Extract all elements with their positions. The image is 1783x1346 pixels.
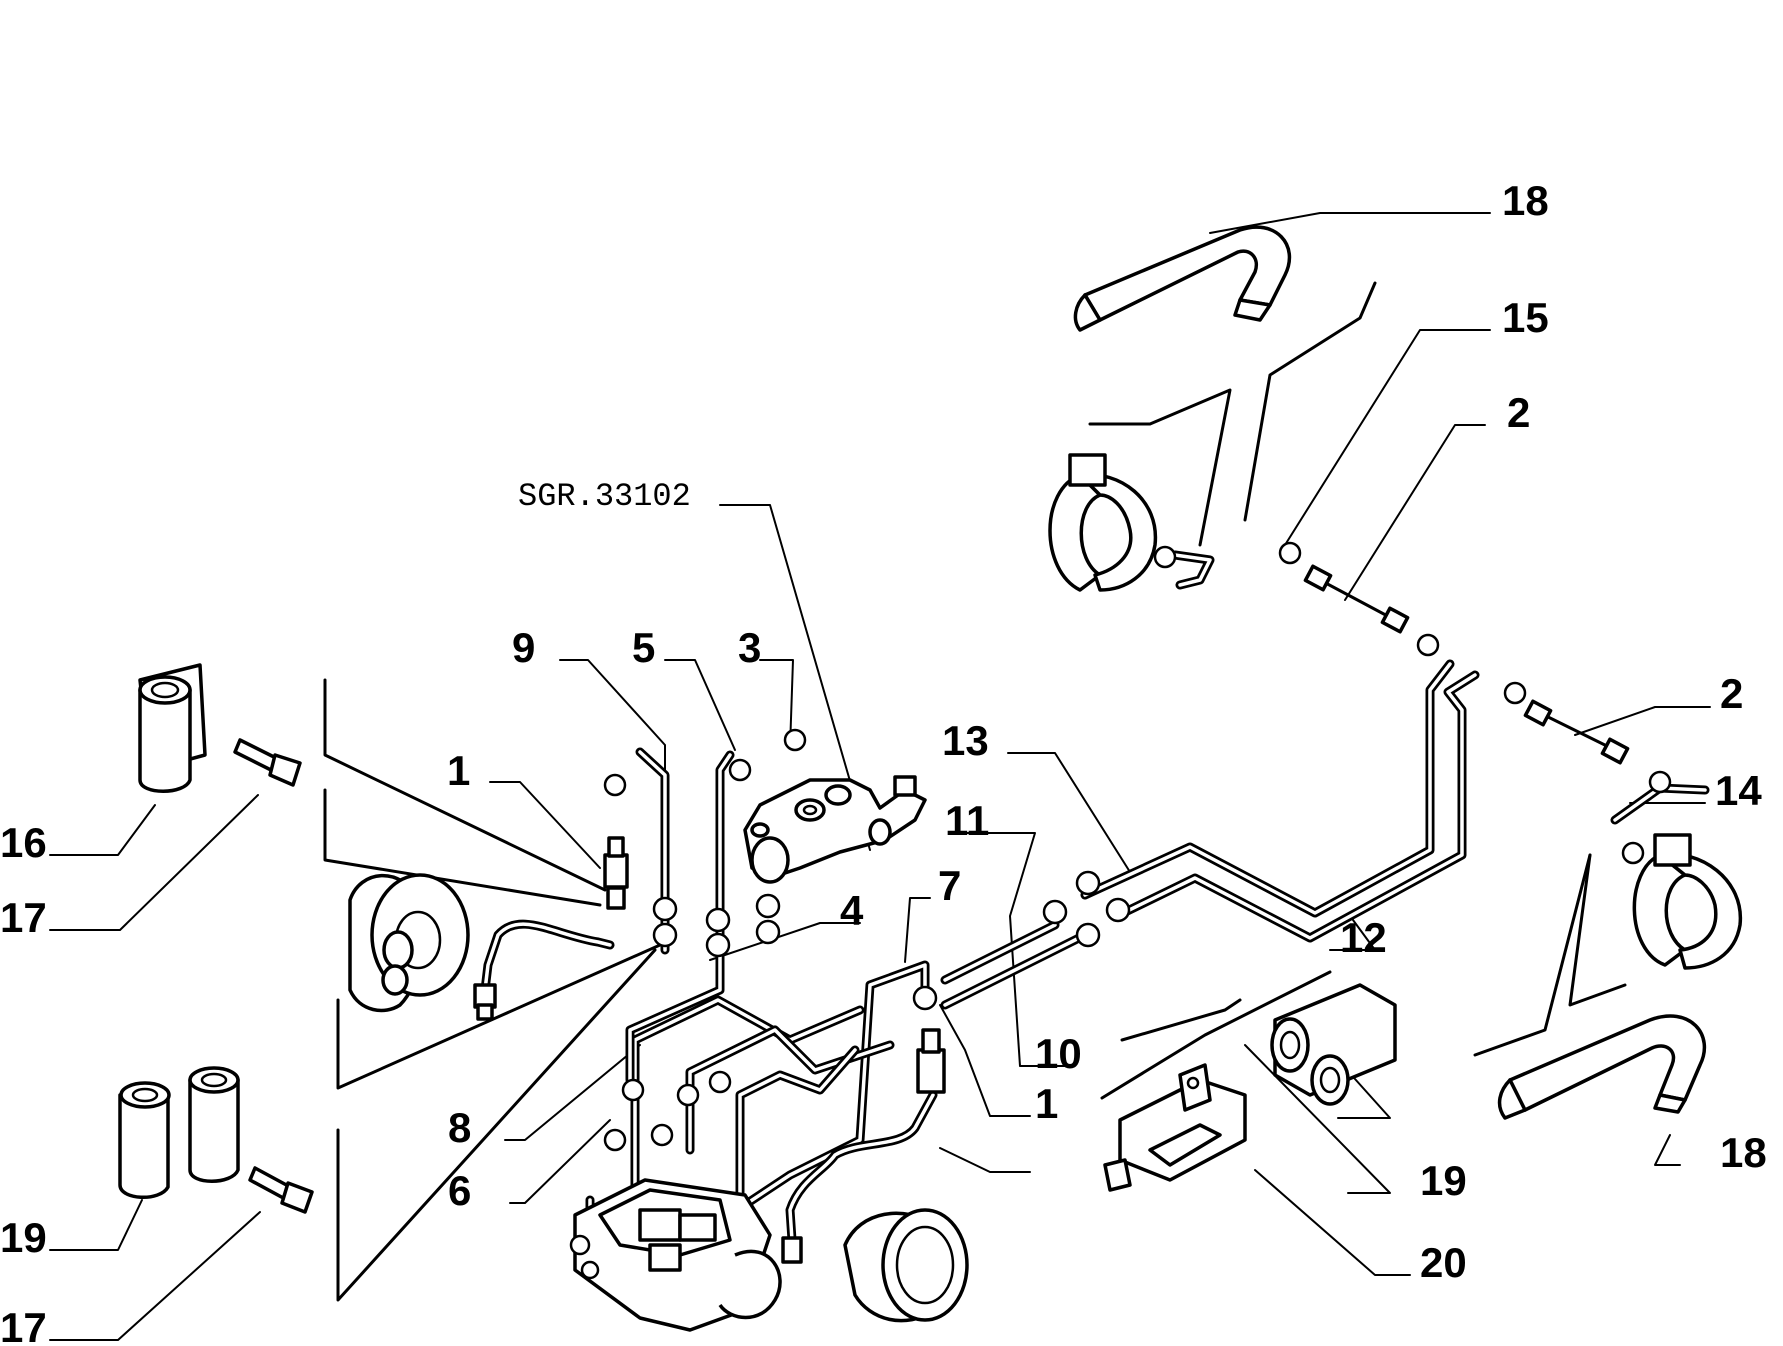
callout-2-right: 2 — [1720, 670, 1743, 717]
callout-15: 15 — [1502, 294, 1549, 341]
callout-17-top: 17 — [0, 894, 47, 941]
rear-right-clamp — [1632, 833, 1742, 970]
callout-5: 5 — [632, 624, 655, 671]
callout-18-bottom: 18 — [1720, 1129, 1767, 1176]
rubber-guard-bottom — [1497, 1014, 1707, 1120]
callout-2-top: 2 — [1507, 389, 1530, 436]
callout-1-bottom: 1 — [1035, 1080, 1058, 1127]
rear-flexible-hoses — [1303, 564, 1630, 765]
callout-11: 11 — [945, 797, 989, 844]
pipe-unions — [603, 541, 1672, 1152]
callout-labels: SGR.33102 18 15 2 2 14 13 11 12 9 5 3 1 … — [0, 177, 1767, 1346]
callout-14: 14 — [1715, 767, 1762, 814]
callout-20: 20 — [1420, 1239, 1467, 1286]
callout-6: 6 — [448, 1167, 471, 1214]
pipe-clip-19-left — [118, 1066, 240, 1200]
callout-19-left: 19 — [0, 1214, 47, 1261]
callout-4: 4 — [840, 887, 864, 934]
flexible-hoses — [473, 836, 946, 1264]
front-left-disc — [348, 873, 470, 1013]
callout-1-top: 1 — [447, 747, 470, 794]
reference-code: SGR.33102 — [518, 478, 691, 515]
callout-3: 3 — [738, 624, 761, 671]
bolts-17 — [233, 738, 314, 1214]
callout-19-right: 19 — [1420, 1157, 1467, 1204]
callout-9: 9 — [512, 624, 535, 671]
callout-16: 16 — [0, 819, 47, 866]
pipe-clip-16 — [138, 663, 207, 793]
pipe-clip-19-right — [1270, 983, 1397, 1106]
front-right-disc — [843, 1208, 969, 1323]
bracket-20 — [1103, 1063, 1247, 1192]
leader-lines — [49, 212, 1711, 1341]
callout-18-top: 18 — [1502, 177, 1549, 224]
abs-modulator — [569, 1178, 782, 1332]
callout-8: 8 — [448, 1104, 471, 1151]
callout-13: 13 — [942, 717, 989, 764]
rubber-guard-top — [1073, 225, 1292, 332]
rear-left-clamp — [1048, 453, 1158, 592]
callout-12: 12 — [1340, 914, 1387, 961]
callout-17-bottom: 17 — [0, 1304, 47, 1346]
callout-10: 10 — [1035, 1030, 1082, 1077]
callout-7: 7 — [938, 862, 961, 909]
master-cylinder — [743, 775, 927, 884]
